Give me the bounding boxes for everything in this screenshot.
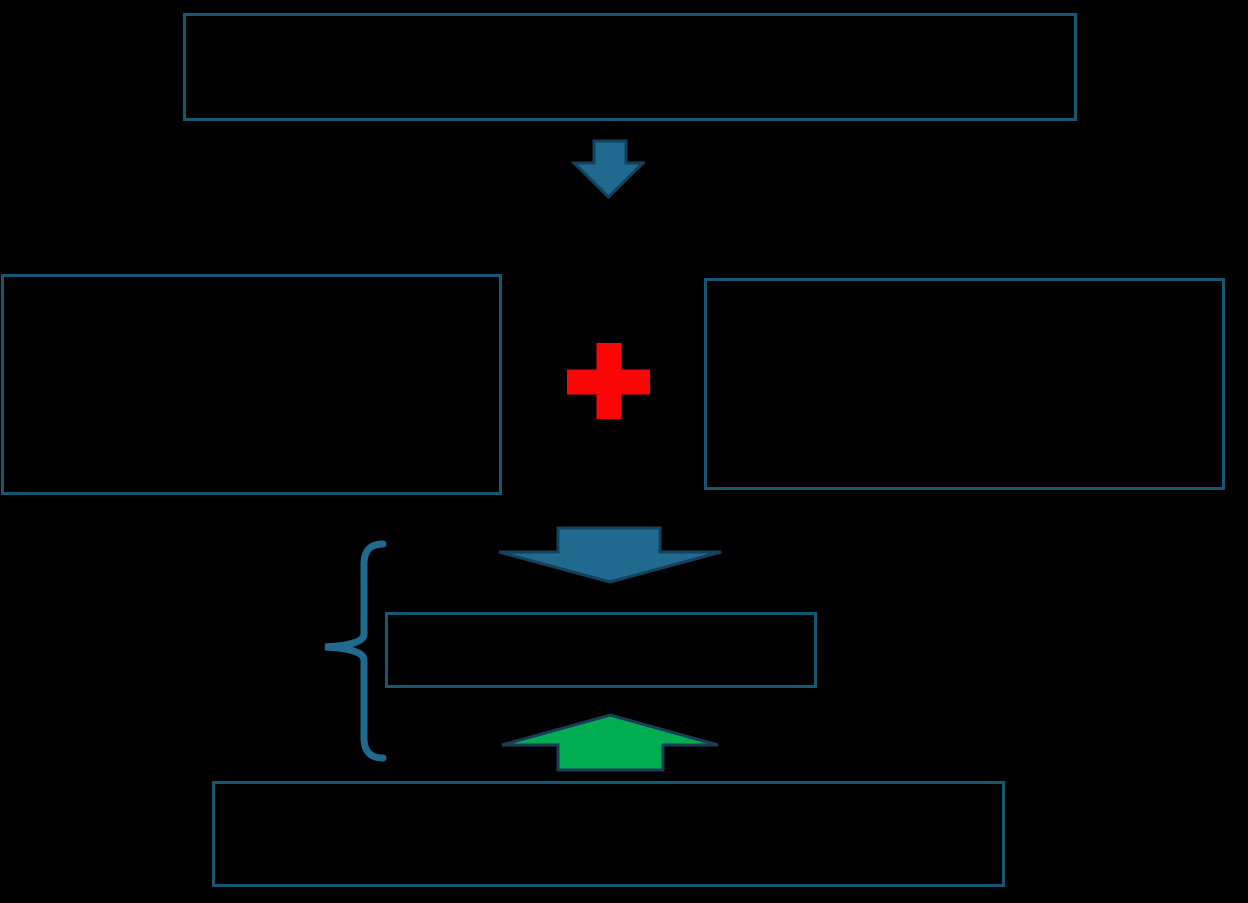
left-box	[1, 274, 502, 495]
up-arrow-icon	[501, 713, 719, 772]
middle-box	[385, 612, 817, 688]
left-brace-icon	[324, 540, 387, 762]
bottom-box	[212, 781, 1005, 887]
top-box	[183, 13, 1077, 121]
right-box	[704, 278, 1225, 490]
plus-icon	[567, 343, 650, 419]
down-arrow-wide-icon	[498, 526, 722, 584]
down-arrow-icon	[571, 139, 645, 199]
